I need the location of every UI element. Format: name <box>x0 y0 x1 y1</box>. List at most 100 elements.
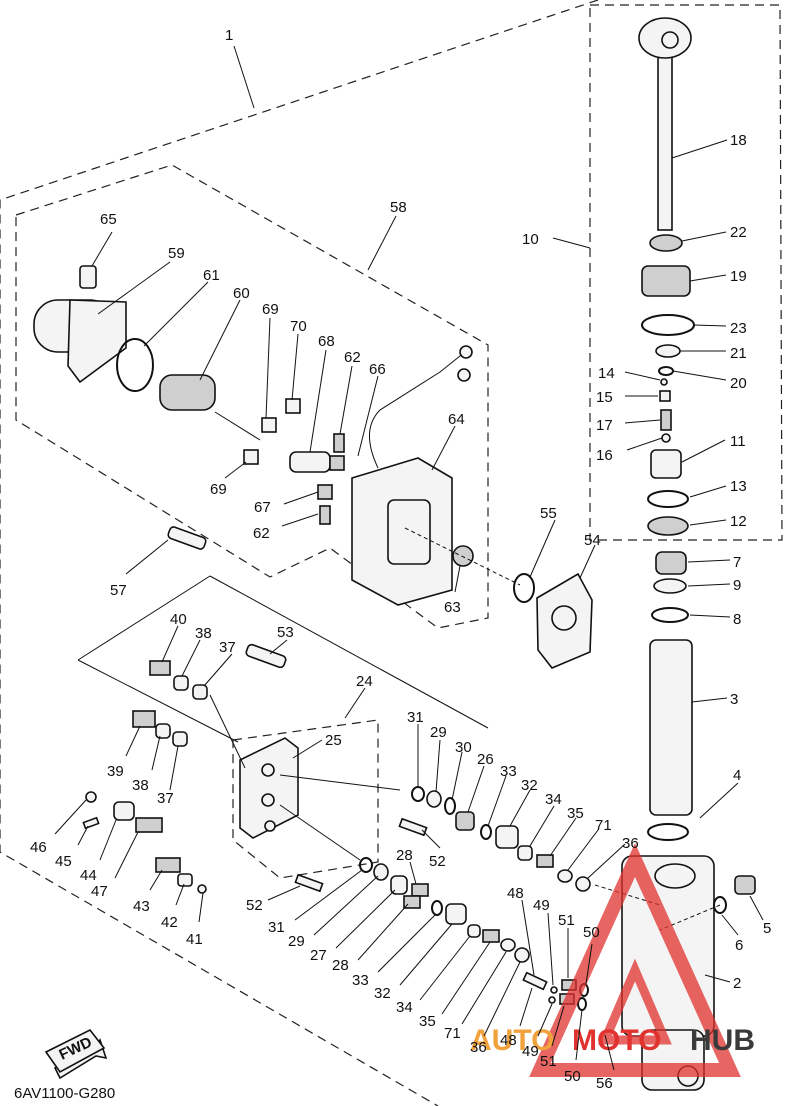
callout-71-leader <box>567 829 599 871</box>
watermark-triangle <box>529 843 741 1077</box>
callout-39-leader <box>125 725 141 757</box>
washer-7 <box>655 551 687 575</box>
callout-10: 10 <box>522 231 539 248</box>
callout-35: 35 <box>567 805 584 822</box>
callout-38b: 38 <box>132 777 149 794</box>
callout-67: 67 <box>254 499 271 516</box>
automotohub-watermark <box>529 843 741 1077</box>
callout-69-leader <box>265 317 271 419</box>
callout-4: 4 <box>733 767 741 784</box>
callout-24-leader <box>344 687 366 719</box>
callout-35b: 35 <box>419 1013 436 1030</box>
clip-31b <box>359 857 373 873</box>
callout-8-leader <box>689 614 731 618</box>
cylinder-stack <box>621 551 756 1091</box>
callout-71: 71 <box>595 817 612 834</box>
fwd-arrow-body <box>44 1028 106 1074</box>
callout-10-leader <box>552 237 591 249</box>
callout-66: 66 <box>369 361 386 378</box>
callout-42: 42 <box>161 914 178 931</box>
callout-6: 6 <box>735 937 743 954</box>
callout-62b: 62 <box>253 525 270 542</box>
callout-60-leader <box>199 299 241 381</box>
callout-66-leader <box>357 375 379 457</box>
callout-47: 47 <box>91 883 108 900</box>
callout-37b-leader <box>169 745 179 791</box>
callout-13: 13 <box>730 478 747 495</box>
callout-38-leader <box>181 639 201 677</box>
wire-terminal-a <box>459 345 473 359</box>
screw-69b <box>243 449 259 465</box>
spring-35b <box>482 929 500 943</box>
callout-28b: 28 <box>332 957 349 974</box>
ball-14 <box>660 378 668 386</box>
callout-43-leader <box>149 869 163 891</box>
callout-38b-leader <box>151 735 161 771</box>
armature-60 <box>159 374 216 411</box>
callout-70: 70 <box>290 318 307 335</box>
callout-50b-leader <box>575 1009 583 1061</box>
callout-3-leader <box>691 697 728 703</box>
callout-31: 31 <box>407 709 424 726</box>
gasket-54-hole <box>551 605 577 631</box>
o-ring-61 <box>116 338 154 392</box>
cover-opening <box>387 499 431 565</box>
ring-9 <box>653 578 687 594</box>
callout-65-leader <box>91 231 113 267</box>
callout-5: 5 <box>763 920 771 937</box>
plug-36a <box>575 876 591 892</box>
callout-31b: 31 <box>268 919 285 936</box>
washer-71a <box>557 869 573 883</box>
callout-67-leader <box>283 491 319 505</box>
o-ring-13 <box>647 490 689 508</box>
callout-27: 27 <box>310 947 327 964</box>
callout-4-leader <box>699 782 739 819</box>
assembly-leaders <box>209 527 721 931</box>
callout-26-leader <box>467 765 485 813</box>
callout-41-leader <box>198 892 204 923</box>
piston-32b <box>445 903 467 925</box>
callout-27-leader <box>335 889 396 949</box>
callout-36: 36 <box>622 835 639 852</box>
callout-7: 7 <box>733 554 741 571</box>
tilt-rod-eye-hole <box>661 31 679 49</box>
callout-32-leader <box>509 789 531 827</box>
callout-28-leader <box>409 861 417 885</box>
callout-48: 48 <box>507 885 524 902</box>
motor-lead-wire <box>369 351 466 469</box>
callout-44-leader <box>99 819 117 861</box>
leader-plug-to-body <box>659 904 721 931</box>
o-ring-30 <box>444 797 456 815</box>
o-ring-8 <box>651 607 689 623</box>
callout-16-leader <box>626 437 663 451</box>
callout-55: 55 <box>540 505 557 522</box>
callout-62-leader <box>339 365 353 435</box>
leader-valve-path-b <box>279 804 361 861</box>
callout-33-leader <box>487 775 507 827</box>
valve-group-outline-top <box>77 575 211 661</box>
callout-50: 50 <box>583 924 600 941</box>
callout-52-leader <box>421 829 441 849</box>
spring-39 <box>132 710 156 728</box>
callout-53-leader <box>269 639 288 655</box>
callout-33: 33 <box>500 763 517 780</box>
callout-2-leader <box>704 974 731 983</box>
callout-51: 51 <box>558 912 575 929</box>
callout-61: 61 <box>203 267 220 284</box>
callout-23-leader <box>693 324 727 327</box>
bolt-57 <box>167 526 207 550</box>
group-24-outline <box>232 719 379 879</box>
callout-62: 62 <box>344 349 361 366</box>
callout-42-leader <box>175 883 185 906</box>
plug-5 <box>734 875 756 895</box>
callout-48-leader <box>521 899 535 976</box>
callout-44: 44 <box>80 867 97 884</box>
callout-71b-leader <box>461 951 507 1025</box>
piston-11 <box>650 449 682 479</box>
callout-5-leader <box>749 895 764 921</box>
callout-52b-leader <box>267 885 301 901</box>
callout-12-leader <box>689 519 727 526</box>
callout-6-leader <box>721 914 739 936</box>
callout-52b: 52 <box>246 897 263 914</box>
